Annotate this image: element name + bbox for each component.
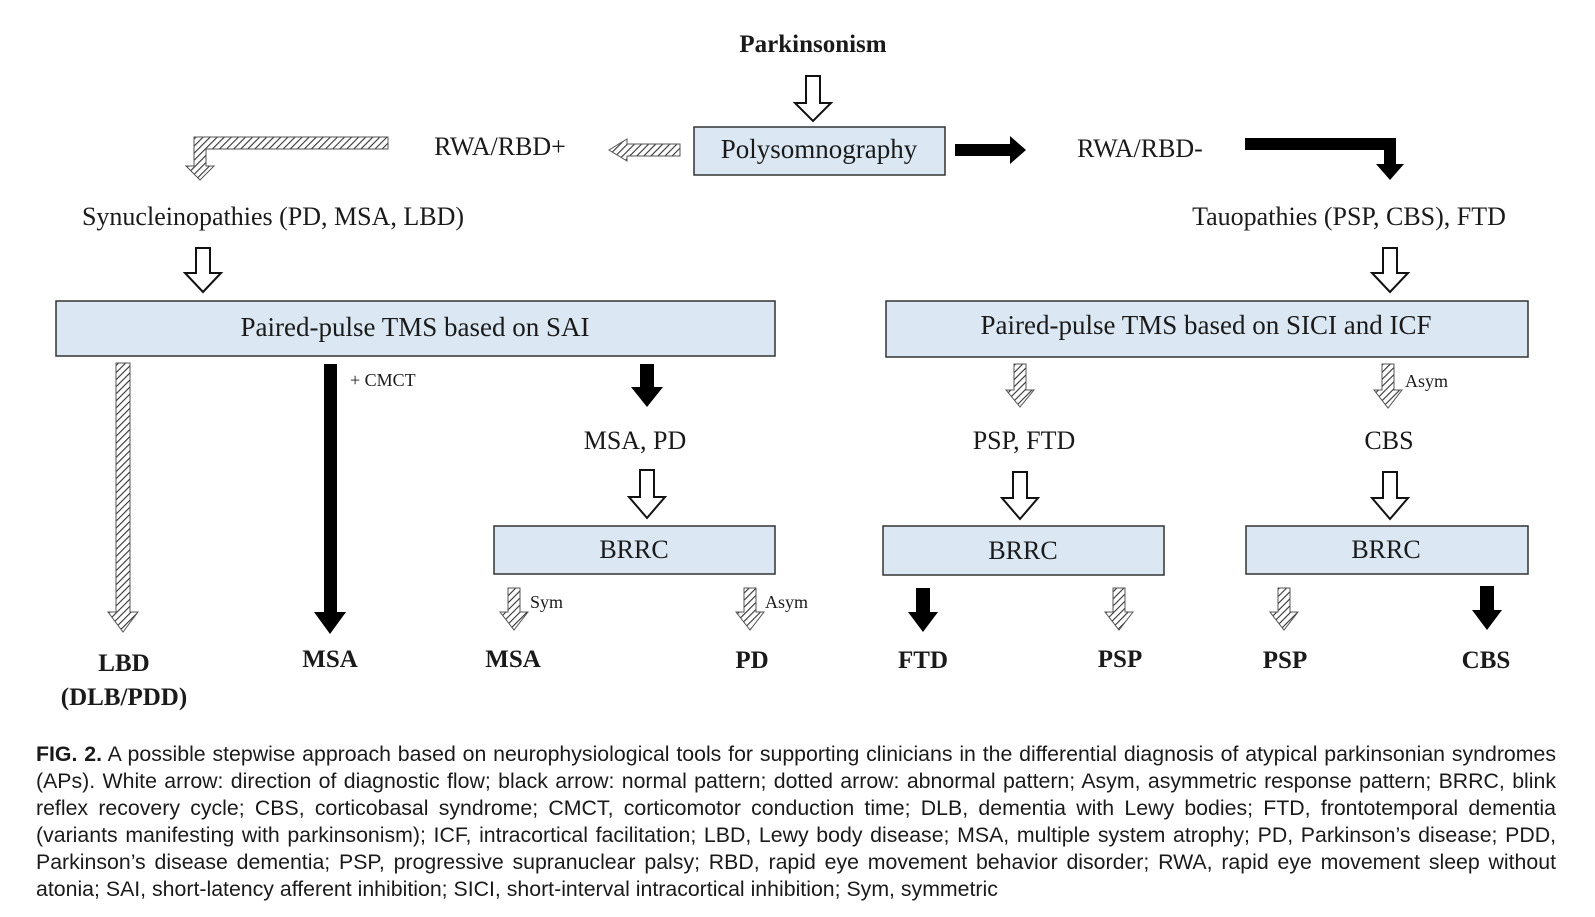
node-tms-sici: Paired-pulse TMS based on SICI and ICF	[981, 310, 1432, 340]
diagnostic-flow-diagram: Parkinsonism Polysomnography RWA/RBD+ RW…	[55, 31, 1529, 711]
figure-caption-text: A possible stepwise approach based on ne…	[36, 742, 1556, 901]
black-arrow-down-icon	[314, 364, 346, 634]
node-cbs-mid: CBS	[1364, 426, 1413, 455]
node-brrc-3: BRRC	[1351, 535, 1420, 564]
node-brrc-2: BRRC	[988, 536, 1057, 565]
box-polysomnography	[693, 126, 946, 176]
node-parkinsonism: Parkinsonism	[739, 31, 886, 58]
dotted-arrow-down-icon	[734, 587, 766, 631]
outcome-lbd: LBD	[98, 650, 149, 677]
box-brrc-2	[882, 525, 1165, 576]
dotted-arrow-down-icon	[107, 362, 139, 633]
dotted-arrow-down-icon	[1268, 587, 1300, 631]
white-arrow-icon	[182, 247, 224, 294]
node-tauopathies: Tauopathies (PSP, CBS), FTD	[1192, 202, 1506, 231]
outcome-psp-1: PSP	[1098, 646, 1142, 673]
dotted-arrow-down-icon	[1004, 363, 1036, 408]
outcome-cbs: CBS	[1462, 647, 1511, 674]
node-tms-sai: Paired-pulse TMS based on SAI	[241, 312, 590, 342]
box-tms-sici	[885, 300, 1529, 358]
white-arrow-icon	[1369, 471, 1411, 521]
node-brrc-1: BRRC	[599, 535, 668, 564]
white-arrow-icon	[792, 75, 834, 123]
box-brrc-3	[1245, 525, 1529, 575]
white-arrow-icon	[1369, 247, 1411, 294]
white-arrow-icon	[626, 469, 668, 520]
node-psp-ftd: PSP, FTD	[973, 426, 1076, 455]
white-arrow-icon	[999, 471, 1041, 521]
box-tms-sai	[55, 300, 776, 357]
label-asym-top: Asym	[1405, 371, 1448, 391]
dotted-arrow-down-icon	[1103, 587, 1135, 631]
node-msa-pd: MSA, PD	[584, 426, 687, 455]
outcome-msa-2: MSA	[485, 646, 541, 673]
outcome-msa-1: MSA	[302, 646, 358, 673]
node-polysomnography: Polysomnography	[721, 134, 918, 164]
box-brrc-1	[493, 525, 776, 575]
node-synucleinopathies: Synucleinopathies (PD, MSA, LBD)	[82, 202, 464, 231]
node-rbd-negative: RWA/RBD-	[1077, 134, 1203, 163]
black-elbow-arrow-icon	[1245, 138, 1404, 180]
figure-caption: FIG. 2. A possible stepwise approach bas…	[36, 741, 1556, 903]
black-arrow-right-icon	[955, 136, 1026, 164]
label-asym-bottom: Asym	[765, 592, 808, 612]
dotted-arrow-down-icon	[1372, 363, 1404, 409]
dotted-elbow-arrow-icon	[184, 136, 389, 181]
dotted-arrow-down-icon	[498, 587, 530, 631]
outcome-pd: PD	[735, 647, 768, 674]
black-arrow-down-icon	[631, 364, 663, 407]
dotted-arrow-left-icon	[608, 138, 681, 162]
label-cmct: + CMCT	[350, 370, 416, 390]
outcome-psp-2: PSP	[1263, 647, 1307, 674]
figure-label: FIG. 2.	[36, 742, 102, 766]
black-arrow-down-icon	[1472, 586, 1502, 630]
outcome-lbd-sub: (DLB/PDD)	[61, 684, 187, 711]
black-arrow-down-icon	[908, 588, 938, 632]
node-rbd-positive: RWA/RBD+	[434, 132, 566, 161]
label-sym: Sym	[530, 592, 563, 612]
outcome-ftd: FTD	[898, 647, 948, 674]
